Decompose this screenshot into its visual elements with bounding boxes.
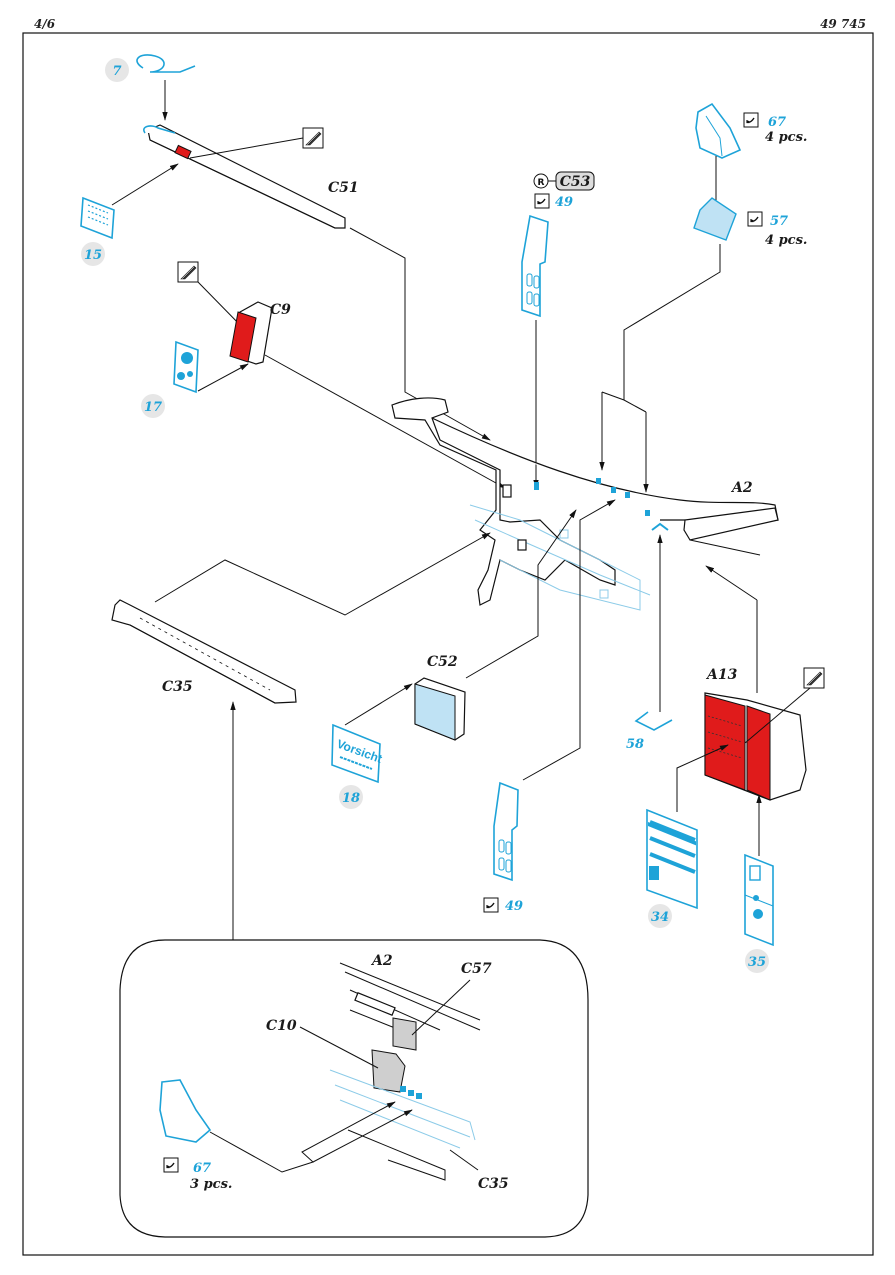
svg-text:R: R: [538, 178, 545, 188]
part-badge: [555, 171, 595, 191]
callout-pe49-top: 49: [521, 193, 573, 318]
texture-icon: [177, 261, 199, 283]
pe17-panel-part: [173, 340, 199, 394]
leader-line: [744, 687, 811, 744]
part-label: C9: [270, 302, 291, 318]
bend-icon: [747, 211, 763, 227]
number-bubble: [81, 242, 105, 266]
leader-line: [197, 363, 249, 392]
leader-line: [111, 163, 179, 206]
page-number: 4/6: [34, 17, 56, 31]
leader-line: [312, 1109, 413, 1163]
inset-part-label: C57: [461, 961, 492, 977]
pe-number: 15: [84, 248, 102, 263]
quantity-label: 4 pcs.: [765, 130, 807, 145]
pe58-wire-part: [634, 711, 673, 731]
bend-icon: [534, 193, 550, 209]
callout-pe35: 35: [744, 853, 774, 973]
page-frame: [22, 32, 874, 1256]
callout-pe34: 34: [646, 808, 698, 928]
callout-pe67-top: 67 4 pcs.: [695, 102, 807, 159]
red-paint-area: [746, 705, 771, 801]
number-bubble: [648, 904, 672, 928]
part-label: C52: [427, 654, 458, 670]
pe-number: 17: [144, 400, 162, 415]
part-c10: [371, 1049, 406, 1093]
pe67-bracket-part: [695, 102, 742, 159]
pe-number: 49: [555, 195, 573, 210]
number-bubble: [105, 58, 129, 82]
leader-line: [154, 532, 491, 616]
quantity-label: 3 pcs.: [190, 1177, 232, 1192]
part-c52: C52: [414, 654, 466, 741]
texture-icon: [302, 127, 324, 149]
callout-pe49-bottom: 49: [483, 781, 523, 914]
bend-icon: [483, 897, 499, 913]
part-label: C35: [162, 679, 193, 695]
bend-icon: [743, 112, 759, 128]
part-a13: A13: [704, 667, 807, 801]
inset-part-label: C10: [266, 1018, 297, 1034]
pe-number: 57: [770, 214, 788, 229]
callout-pe17: 17: [141, 340, 199, 418]
kit-code: 49 745: [820, 17, 866, 31]
pe49-bracket-part: [493, 781, 519, 882]
part-label: A13: [705, 667, 738, 683]
leader-line: [299, 1026, 379, 1069]
callout-pe57: 57 4 pcs.: [693, 197, 807, 248]
pe-number: 49: [505, 899, 523, 914]
leader-line: [344, 683, 413, 726]
inset-part-label: A2: [370, 953, 393, 969]
leader-line: [522, 499, 616, 781]
leader-line: [705, 565, 758, 601]
detail-inset: A2 C57 C10 C35 67 3 pcs.: [119, 939, 589, 1238]
part-label: C53: [560, 174, 591, 190]
leader-line: [623, 244, 721, 400]
inset-part-label: C35: [478, 1176, 509, 1192]
pe-number: 35: [748, 955, 766, 970]
leader-line: [465, 509, 577, 679]
callout-pe18: Vorsicht 18: [331, 723, 384, 809]
callout-pe7: 7: [105, 54, 196, 82]
leader-line: [449, 1149, 479, 1171]
leader-line: [264, 354, 506, 489]
red-paint-area: [229, 311, 257, 363]
pe49-bracket-part: [521, 214, 549, 318]
part-c57: [392, 1017, 417, 1051]
pe-number: 58: [626, 737, 644, 752]
pe-number: 7: [112, 64, 121, 79]
quantity-label: 4 pcs.: [765, 233, 807, 248]
number-bubble: [745, 949, 769, 973]
part-label: A2: [730, 480, 753, 496]
part-c9: C9: [229, 301, 291, 365]
pe15-panel-part: [80, 196, 115, 240]
number-bubble: [339, 785, 363, 809]
callout-pe15: 15: [80, 196, 115, 266]
red-paint-area: [704, 694, 746, 791]
pe-number: 67: [768, 115, 786, 130]
texture-icon: [803, 667, 825, 689]
number-bubble: [141, 394, 165, 418]
part-c51: C51: [143, 124, 359, 229]
part-label: C51: [328, 180, 359, 196]
leader-line: [349, 227, 491, 441]
red-paint-area: [174, 144, 192, 160]
pe-number: 34: [651, 910, 669, 925]
callout-pe58: 58: [626, 711, 673, 752]
leader-line: [189, 137, 304, 159]
callout-pe67-inset: 67 3 pcs.: [159, 1079, 232, 1192]
pe7-wire-part: [136, 54, 196, 73]
leader-line: [676, 744, 729, 812]
leader-line: [209, 1101, 396, 1173]
pe-number: 67: [193, 1161, 211, 1176]
pe-number: 18: [342, 791, 360, 806]
bend-icon: [163, 1157, 179, 1173]
pe67-bracket-part: [159, 1079, 212, 1143]
part-c35: C35: [111, 599, 297, 704]
callout-c53: R C53: [533, 171, 595, 191]
pe57-plate-part: [693, 197, 737, 241]
leader-line: [411, 979, 471, 1036]
part-a2: A2: [391, 397, 779, 611]
